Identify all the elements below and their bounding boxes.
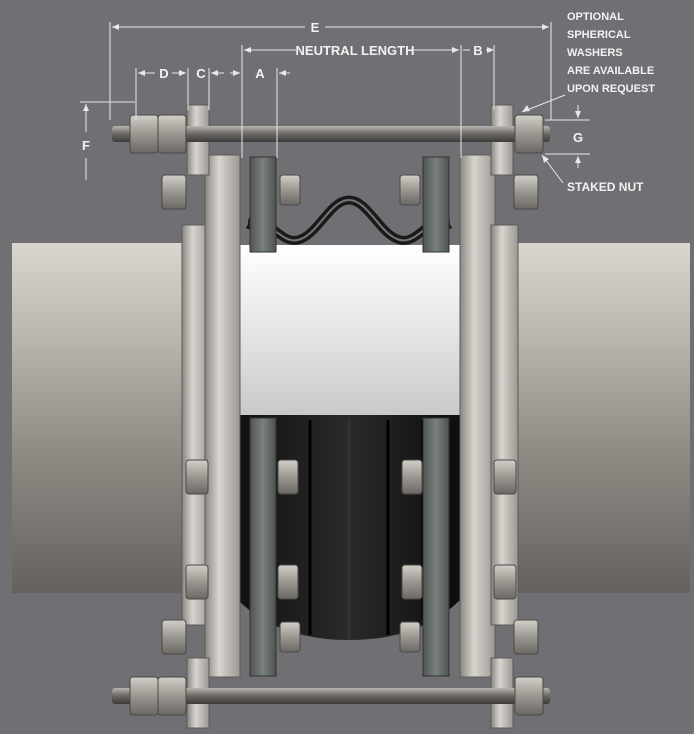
- dim-label-d: D: [159, 66, 168, 81]
- washers-callout-line-4: ARE AVAILABLE: [567, 65, 654, 77]
- arrow-staked-nut: [542, 155, 549, 163]
- washers-callout-line-1: OPTIONAL: [567, 11, 624, 23]
- bottom-control-rod: [112, 688, 550, 704]
- arrow-e-left: [112, 24, 119, 30]
- arrow-e-right: [542, 24, 549, 30]
- top-control-rod: [112, 126, 550, 142]
- arrow-neutral-left: [244, 47, 251, 53]
- washers-callout-line-5: UPON REQUEST: [567, 83, 655, 95]
- arrow-c: [211, 70, 218, 76]
- right-retaining-ring: [422, 156, 450, 677]
- dim-label-a: A: [255, 66, 265, 81]
- washers-callout-line-3: WASHERS: [567, 47, 623, 59]
- staked-nut-callout: STAKED NUT: [567, 180, 644, 194]
- arrow-washers: [522, 105, 530, 112]
- washers-callout: OPTIONAL SPHERICAL WASHERS ARE AVAILABLE…: [567, 11, 655, 95]
- dim-label-b: B: [473, 43, 482, 58]
- left-flange: [181, 154, 241, 678]
- right-pipe: [497, 243, 690, 593]
- arrow-g-top: [575, 111, 581, 118]
- flange-bolts: [161, 174, 539, 655]
- dim-label-c: C: [196, 66, 206, 81]
- arch-bellows: [245, 195, 453, 245]
- dim-label-g: G: [573, 130, 583, 145]
- arrow-neutral-right: [452, 47, 459, 53]
- rod-nuts: [129, 114, 544, 716]
- arrow-g-bottom: [575, 156, 581, 163]
- arrow-a-right: [279, 70, 286, 76]
- left-retaining-ring: [249, 156, 277, 677]
- arrow-a-left: [233, 70, 240, 76]
- arrow-d-right: [179, 70, 186, 76]
- leader-washers: [521, 94, 566, 113]
- arrow-b: [487, 47, 494, 53]
- arrow-f: [83, 104, 89, 111]
- arrow-d-left: [138, 70, 145, 76]
- right-flange: [459, 154, 519, 678]
- washers-callout-line-2: SPHERICAL: [567, 29, 631, 41]
- dim-label-neutral-length: NEUTRAL LENGTH: [296, 43, 415, 58]
- left-pipe: [12, 243, 197, 593]
- dim-label-e: E: [311, 20, 320, 35]
- dim-label-f: F: [82, 138, 90, 153]
